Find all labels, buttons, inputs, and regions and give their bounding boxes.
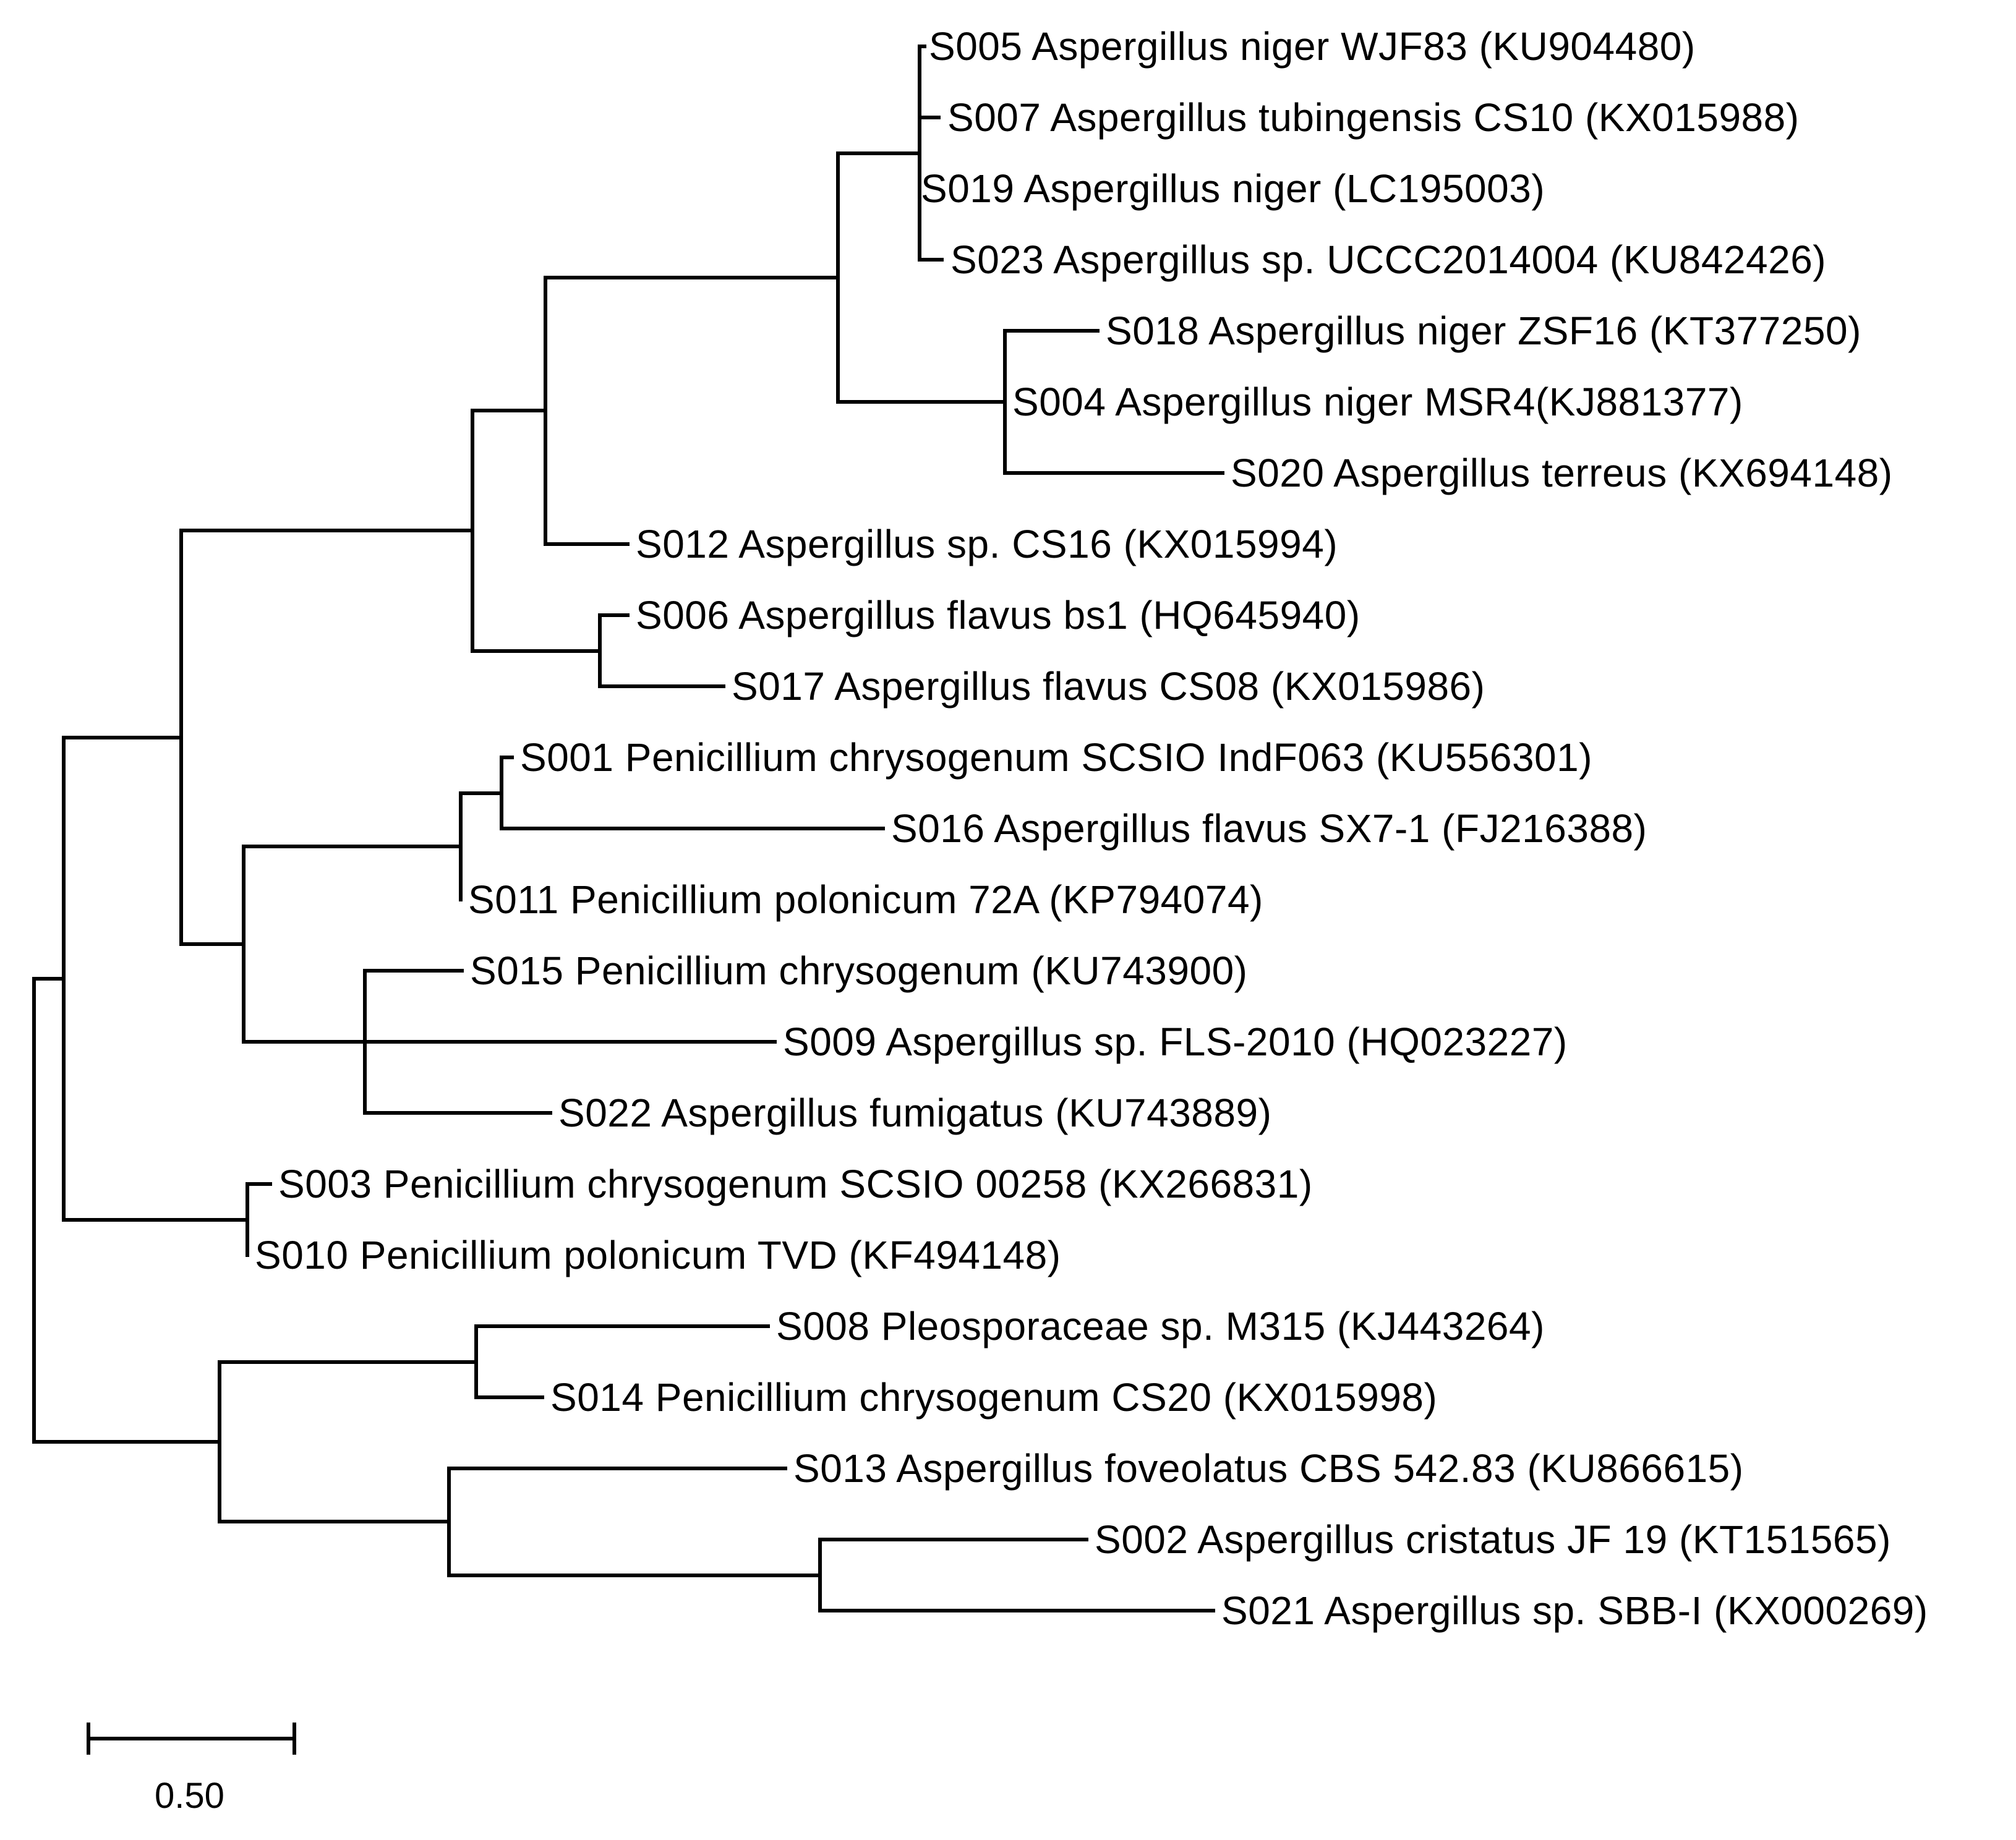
branch-leaf-S023	[918, 258, 944, 262]
scale-bar-right-tick	[293, 1723, 296, 1755]
branch-leaf-S007	[918, 116, 941, 119]
branch-leaf-S013	[447, 1467, 787, 1470]
branch-horizontal-clade-mid-group	[179, 942, 246, 946]
branch-horizontal-clade-S005-S007-S019-S023	[836, 151, 921, 155]
taxon-label-S007: S007 Aspergillus tubingensis CS10 (KX015…	[947, 95, 1800, 140]
taxon-label-S019: S019 Aspergillus niger (LC195003)	[921, 166, 1545, 211]
branch-leaf-S001	[500, 756, 514, 759]
taxon-label-S010: S010 Penicillium polonicum TVD (KF494148…	[255, 1233, 1061, 1277]
branch-leaf-S002	[818, 1538, 1088, 1541]
taxon-label-S014: S014 Penicillium chrysogenum CS20 (KX015…	[550, 1375, 1438, 1420]
branch-leaf-S022	[363, 1111, 552, 1115]
branch-horizontal-clade-plus-S011	[242, 844, 463, 848]
branch-horizontal-clade-S015-S009-S022	[242, 1040, 367, 1044]
branch-horizontal-clade-bottom-group	[32, 1439, 221, 1444]
taxon-label-S015: S015 Penicillium chrysogenum (KU743900)	[470, 948, 1248, 993]
branch-leaf-S008	[474, 1324, 770, 1328]
branch-horizontal-clade-S006-S017	[471, 649, 602, 653]
branch-leaf-S003	[246, 1182, 272, 1186]
branch-horizontal-clade-aspergillus-upper	[179, 529, 474, 533]
branch-leaf-S018	[1003, 329, 1100, 333]
branch-leaf-S009	[363, 1040, 777, 1044]
taxon-label-S018: S018 Aspergillus niger ZSF16 (KT377250)	[1106, 309, 1861, 353]
branch-horizontal-clade-S018-S004-S020	[836, 400, 1007, 404]
branch-horizontal-clade-plus-S012	[471, 409, 547, 413]
taxon-label-S005: S005 Aspergillus niger WJF83 (KU904480)	[929, 24, 1696, 69]
branch-leaf-S015	[363, 969, 464, 973]
branch-leaf-S012	[544, 542, 630, 546]
taxon-label-S006: S006 Aspergillus flavus bs1 (HQ645940)	[636, 593, 1360, 637]
taxon-label-S003: S003 Penicillium chrysogenum SCSIO 00258…	[278, 1162, 1313, 1206]
branch-horizontal-clade-S002-S021	[447, 1573, 822, 1577]
taxon-label-S017: S017 Aspergillus flavus CS08 (KX015986)	[732, 664, 1485, 709]
branch-horizontal-clade-main-upper	[32, 976, 66, 981]
scale-bar-left-tick	[87, 1723, 90, 1755]
taxon-label-S013: S013 Aspergillus foveolatus CBS 542.83 (…	[793, 1446, 1744, 1491]
taxon-label-S008: S008 Pleosporaceae sp. M315 (KJ443264)	[776, 1304, 1545, 1348]
taxon-label-S002: S002 Aspergillus cristatus JF 19 (KT1515…	[1095, 1517, 1891, 1562]
taxon-label-S012: S012 Aspergillus sp. CS16 (KX015994)	[636, 522, 1338, 566]
branch-leaf-S006	[598, 613, 630, 617]
branch-horizontal-clade-S001-S016	[459, 791, 503, 795]
taxon-label-S004: S004 Aspergillus niger MSR4(KJ881377)	[1012, 380, 1743, 424]
branch-horizontal-clade-S008-S014	[218, 1360, 478, 1364]
branch-horizontal-clade-niger-group	[544, 275, 840, 279]
branch-leaf-S020	[1003, 471, 1224, 475]
taxon-label-S020: S020 Aspergillus terreus (KX694148)	[1231, 451, 1893, 495]
scale-bar-label: 0.50	[155, 1776, 224, 1816]
taxon-label-S001: S001 Penicillium chrysogenum SCSIO IndF0…	[520, 735, 1593, 780]
taxon-label-S023: S023 Aspergillus sp. UCCC2014004 (KU8424…	[950, 237, 1827, 282]
branch-leaf-S017	[598, 684, 725, 688]
branch-horizontal-clade-S003-S010	[62, 1217, 249, 1222]
branch-horizontal-clade-upper-mid	[62, 735, 183, 739]
branch-leaf-S016	[500, 827, 885, 830]
branch-horizontal-clade-S013-group	[218, 1520, 451, 1524]
taxon-label-S009: S009 Aspergillus sp. FLS-2010 (HQ023227)	[783, 1020, 1568, 1064]
taxon-label-S021: S021 Aspergillus sp. SBB-I (KX000269)	[1221, 1588, 1928, 1633]
taxon-label-S011: S011 Penicillium polonicum 72A (KP794074…	[468, 877, 1263, 922]
scale-bar-line	[87, 1737, 296, 1740]
taxon-label-S016: S016 Aspergillus flavus SX7-1 (FJ216388)	[891, 806, 1647, 851]
taxon-label-S022: S022 Aspergillus fumigatus (KU743889)	[558, 1091, 1272, 1135]
branch-leaf-S014	[474, 1395, 544, 1399]
branch-leaf-S005	[918, 45, 926, 48]
branch-vertical-root	[32, 976, 36, 1444]
branch-leaf-S021	[818, 1609, 1215, 1612]
